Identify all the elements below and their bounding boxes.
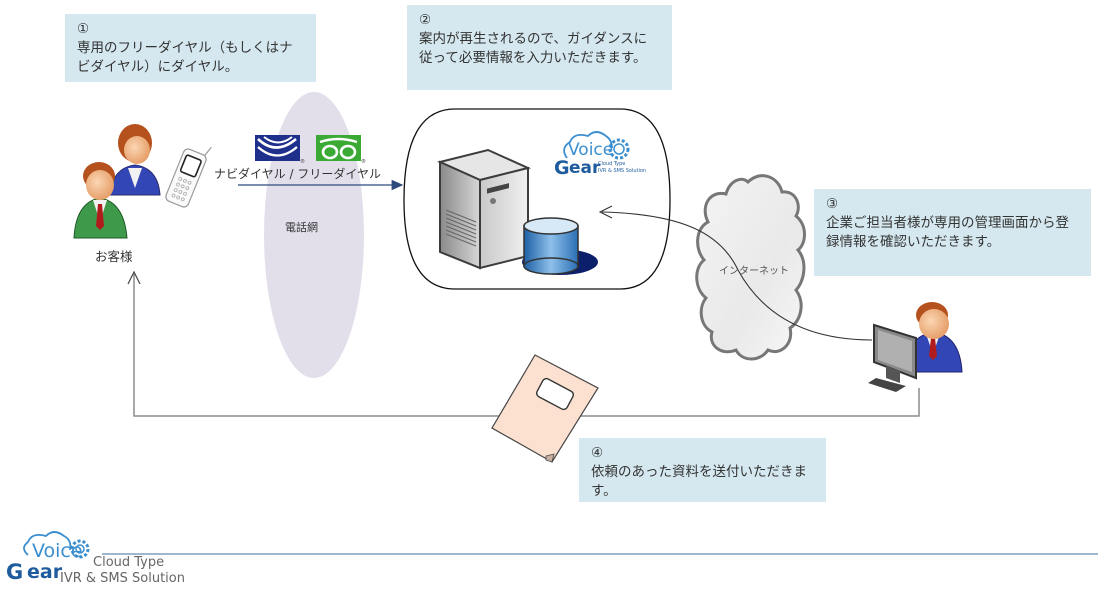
admin-arrow-head [598,205,613,219]
step-4-number: ④ [591,445,604,461]
phone-network-label: 電話網 [285,221,318,234]
customer-icon [73,124,161,239]
step-4-note: ④ 依頼のあった資料を送付いただきます。 [579,438,826,502]
internet-cloud [695,174,806,361]
step-2-number: ② [419,12,432,28]
step-3-text: 企業ご担当者様が専用の管理画面から登録情報を確認いただきます。 [826,215,1069,250]
step-1-note: ① 専用のフリーダイヤル（もしくはナビダイヤル）にダイヤル。 [65,14,316,82]
logo-small-gear: ear [569,158,601,178]
step-1-text: 専用のフリーダイヤル（もしくはナビダイヤル）にダイヤル。 [77,40,293,75]
internet-label: インターネット [719,266,789,277]
database-icon [522,217,598,275]
server-icon [436,148,532,270]
document-icon [491,354,599,463]
logo-footer-gear-initial: G [6,560,24,584]
admin-operator-icon [868,302,963,392]
step-4-text: 依頼のあった資料を送付いただきます。 [591,464,807,499]
step-3-note: ③ 企業ご担当者様が専用の管理画面から登録情報を確認いただきます。 [814,189,1091,276]
svg-text:®: ® [300,158,305,165]
logo-footer-gear: ear [27,561,63,583]
logo-small-gear-initial: G [554,157,570,179]
return-arrow-head [127,270,141,285]
logo-small-line2: IVR & SMS Solution [598,168,647,174]
logo-footer-line2: IVR & SMS Solution [60,571,185,586]
logo-footer-voice: Voice [32,540,83,562]
dial-types-label: ナビダイヤル / フリーダイヤル [214,167,381,181]
logo-small-voice: Voice [568,140,614,160]
svg-text:®: ® [361,158,366,165]
step-2-text: 案内が再生されるので、ガイダンスに従って必要情報を入力いただきます。 [419,31,648,66]
step-3-number: ③ [826,196,839,212]
mobile-phone-icon [165,146,212,208]
free-dial-logo: ® [316,135,366,165]
customer-label: お客様 [95,249,133,264]
step-2-note: ② 案内が再生されるので、ガイダンスに従って必要情報を入力いただきます。 [407,5,672,90]
voicegear-logo-footer-graphic [23,531,90,559]
logo-small-line1: Cloud Type [598,161,626,167]
phone-network-ellipse [264,92,364,378]
admin-to-system-connector [601,211,873,341]
logo-footer-line1: Cloud Type [93,555,165,570]
step-1-number: ① [77,21,90,37]
navi-dial-logo: ® [255,135,305,165]
voicegear-logo-small-graphic [563,131,630,160]
